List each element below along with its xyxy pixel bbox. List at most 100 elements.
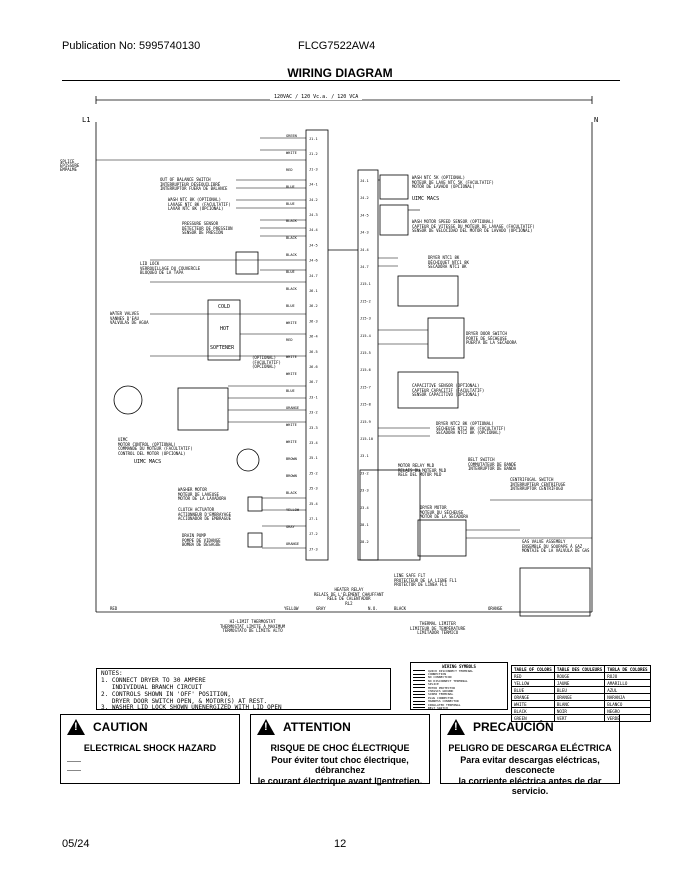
- wire-color-label: WHITE: [286, 423, 297, 427]
- wire-color-label: ORANGE: [286, 542, 299, 546]
- wire-color-label: GRAY: [286, 525, 295, 529]
- precaucion-heading: PRECAUCIÓN: [473, 720, 554, 734]
- connector-pin-label: J6-3: [309, 319, 318, 323]
- symbol-row: INSULATED TERMINAL: [413, 703, 505, 707]
- valve-softener-label: SOFTENER: [210, 345, 235, 351]
- connector-pin-label: J3-2: [360, 471, 369, 475]
- connector-pin-label: J4-6: [309, 259, 318, 263]
- speed-sensor-connector: [379, 204, 409, 236]
- connector-pin-label: J6-1: [309, 289, 318, 293]
- connector-pin-label: J4-7: [360, 265, 369, 269]
- wire-color-label: WHITE: [286, 151, 297, 155]
- symbol-row: PLUG CONNECTOR: [413, 696, 505, 700]
- valve-cold-label: COLD: [218, 304, 231, 310]
- attention-body: Pour éviter tout choc électrique, débran…: [257, 755, 423, 786]
- l1-label: L1: [82, 116, 91, 124]
- connector-pin-label: J6-6: [309, 365, 318, 369]
- symbol-row: NO CONNECTION: [413, 675, 505, 679]
- wire-color-label: BLACK: [286, 491, 298, 495]
- connector-pin-label: J4-2: [309, 198, 318, 202]
- connector-pin-label: J6-5: [309, 350, 318, 354]
- caution-heading: CAUTION: [93, 720, 148, 734]
- colors-header: TABLE DES COULEURS: [553, 665, 606, 673]
- wire-color-label: ORANGE: [286, 406, 299, 410]
- dryer-ntc2-label: DRYER NTC2 8K (OPTIONAL)SÉCHEUSE NTC2 8K…: [436, 421, 506, 435]
- colors-header-row: TABLE OF COLORS TABLE DES COULEURS TABLA…: [511, 665, 651, 673]
- connector-pin-label: J1-1: [309, 137, 318, 141]
- caution-subheading: ELECTRICAL SHOCK HAZARD: [83, 743, 217, 753]
- connector-pin-label: J15-4: [360, 334, 371, 338]
- connector-pin-label: J15-2: [360, 299, 371, 303]
- attention-heading: ATTENTION: [283, 720, 351, 734]
- capacitive-sensor-connector: [397, 371, 459, 409]
- capacitive-sensor-label: CAPACITIVE SENSOR (OPTIONAL)CAPTEUR CAPA…: [412, 383, 485, 397]
- gas-valve-assembly: [519, 567, 591, 617]
- uimc-macs-right: UIMC MACS: [412, 196, 440, 202]
- footer-date: 05/24: [62, 838, 90, 850]
- wire-color-label: WHITE: [286, 321, 297, 325]
- precaucion-subheading: PELIGRO DE DESCARGA ELÉCTRICA: [448, 743, 612, 753]
- connector-pin-label: J8-1: [360, 523, 369, 527]
- warning-triangle-icon: [67, 719, 85, 735]
- connector-pin-label: J1-3: [309, 167, 318, 171]
- page-number: 12: [334, 838, 347, 850]
- wire-color-label: BLUE: [286, 270, 295, 274]
- symbol-row: MOTOR PROTECTOR: [413, 686, 505, 690]
- bottom-wire-gray: GRAY: [316, 606, 326, 611]
- control-board-left: [305, 129, 329, 561]
- notes-line: INDIVIDUAL BRANCH CIRCUIT: [101, 683, 203, 691]
- connector-pin-label: J4-7: [309, 274, 318, 278]
- softener-optional-label: (OPTIONAL)(FACULTATIF)(OPCIONAL): [252, 355, 281, 369]
- valve-hot-label: HOT: [220, 326, 230, 332]
- wire-color-label: BLUE: [286, 202, 295, 206]
- precaucion-box: PRECAUCIÓN PELIGRO DE DESCARGA ELÉCTRICA…: [440, 714, 620, 796]
- wire-color-label: BROWN: [286, 457, 297, 461]
- symbol-row: QUICK DISCONNECT TERMINAL: [413, 669, 505, 673]
- notes-line: 3. WASHER LID LOCK SHOWN UNENERGIZED WIT…: [101, 704, 282, 712]
- connector-pin-label: J3-3: [360, 489, 369, 493]
- wire-color-label: RED: [286, 338, 293, 342]
- connector-pin-label: J3-4: [309, 441, 318, 445]
- connector-pin-label: J5-4: [309, 502, 318, 506]
- wire-color-label: BLACK: [286, 236, 298, 240]
- symbol-row: SPLICE: [413, 682, 505, 686]
- connector-pin-label: J3-3: [309, 426, 318, 430]
- connector-pin-label: J7-2: [309, 532, 318, 536]
- notes-line: 1. CONNECT DRYER TO 30 AMPERE: [101, 676, 206, 684]
- caution-box: CAUTION ELECTRICAL SHOCK HAZARD: [60, 714, 240, 784]
- dryer-door-switch: [427, 317, 465, 359]
- connector-pin-label: J1-2: [309, 152, 318, 156]
- connector-pin-label: J6-4: [309, 335, 318, 339]
- connector-pin-label: J3-2: [309, 411, 318, 415]
- clutch-actuator: [247, 496, 263, 512]
- wire-color-label: BLUE: [286, 185, 295, 189]
- lid-lock: [235, 251, 259, 275]
- voltage-label: 120VAC / 120 Vc.a. / 120 VCA: [270, 94, 363, 100]
- connector-pin-label: J15-10: [360, 437, 373, 441]
- bottom-wire-red: RED: [110, 606, 118, 611]
- wire-color-label: BLACK: [286, 253, 298, 257]
- connector-pin-label: J4-1: [309, 183, 318, 187]
- wire-color-label: YELLOW: [286, 508, 300, 512]
- symbol-row: NO DISCONNECT TERMINAL: [413, 679, 505, 683]
- wash-ntc-8k-label: WASH NTC 8K (OPTIONAL)LAVAGE NTC 8K (FAC…: [168, 197, 231, 211]
